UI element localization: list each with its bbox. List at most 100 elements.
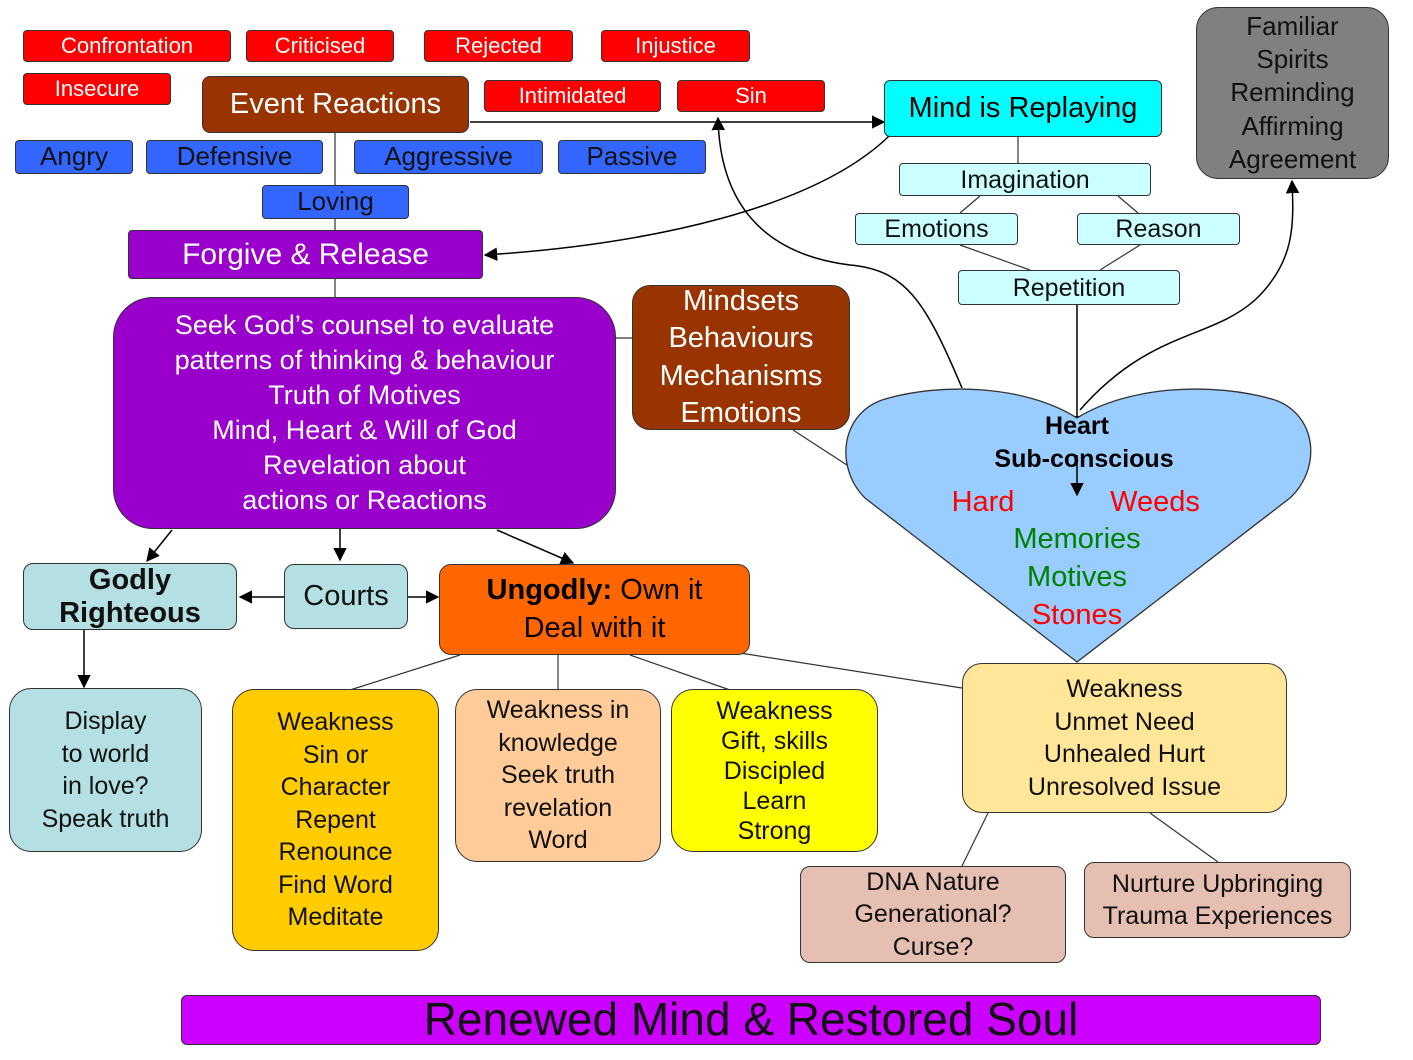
display-box: Display to world in love? Speak truth [9,688,202,852]
repetition-box: Repetition [958,270,1180,305]
weakness-knowledge-line: Word [528,826,588,855]
nurture-box: Nurture Upbringing Trauma Experiences [1084,862,1351,938]
response-defensive: Defensive [146,140,323,174]
courts-box: Courts [284,564,408,629]
weakness-sin-line: Weakness [277,708,394,737]
heart-weeds: Weeds [1110,486,1200,518]
imagination-box: Imagination [899,163,1151,196]
trigger-criticised: Criticised [246,30,394,62]
mindsets-line: Mindsets [682,285,800,318]
trigger-label: Criticised [274,32,366,58]
weakness-knowledge-line: Seek truth [501,761,615,790]
weakness-gift-box: Weakness Gift, skills Discipled Learn St… [671,689,878,852]
heart-motives: Motives [1027,561,1127,593]
mindsets-line: Emotions [680,396,802,429]
response-label: Aggressive [384,141,513,172]
ungodly-line2: Deal with it [523,611,666,644]
weakness-sin-line: Renounce [278,838,393,867]
nurture-line: Trauma Experiences [1102,902,1333,930]
dna-line: Generational? [854,900,1012,929]
weakness-sin-line: Character [280,773,391,802]
response-label: Passive [586,141,678,172]
event-reactions-label: Event Reactions [229,88,442,121]
footer-label: Renewed Mind & Restored Soul [423,993,1079,1046]
repetition-label: Repetition [1012,273,1126,302]
trigger-insecure: Insecure [23,73,171,105]
emotions-label: Emotions [884,215,989,243]
ungodly-bold: Ungodly: [486,573,613,606]
weakness-gift-line: Learn [742,786,807,815]
nurture-line: Nurture Upbringing [1111,869,1324,898]
forgive-release-box: Forgive & Release [128,230,483,279]
trigger-label: Sin [735,82,767,108]
heart-stones: Stones [1031,599,1123,631]
weakness-knowledge-line: Weakness in [486,696,630,725]
weakness-sin-line: Sin or [302,740,369,769]
heart-hard: Hard [951,486,1015,518]
trigger-injustice: Injustice [601,30,750,62]
weakness-gift-line: Weakness [716,696,833,725]
forgive-release-label: Forgive & Release [182,237,429,271]
trigger-confrontation: Confrontation [23,30,231,62]
godly-righteous-box: Godly Righteous [23,563,237,630]
weakness-knowledge-line: revelation [503,793,613,822]
dna-line: Curse? [892,932,974,961]
weakness-need-line: Unresolved Issue [1027,772,1222,801]
footer-banner: Renewed Mind & Restored Soul [181,993,1321,1046]
weakness-need-line: Unhealed Hurt [1043,740,1206,768]
weakness-gift-line: Discipled [723,756,826,785]
heart-memories: Memories [1013,523,1141,555]
counsel-line: Mind, Heart & Will of God [212,415,517,445]
weakness-gift-line: Gift, skills [721,726,828,755]
response-angry: Angry [15,140,133,174]
familiar-line: Familiar [1246,11,1339,42]
response-passive: Passive [558,140,706,174]
trigger-label: Insecure [54,75,140,101]
trigger-label: Injustice [635,32,716,58]
weakness-sin-line: Meditate [287,903,384,932]
heart-subtitle: Sub-conscious [994,445,1174,473]
weakness-knowledge-line: knowledge [498,728,618,757]
weakness-gift-line: Strong [737,816,812,845]
courts-label: Courts [303,580,389,613]
trigger-intimidated: Intimidated [484,80,661,112]
counsel-line: Revelation about [263,450,466,481]
display-line: Speak truth [41,804,170,833]
display-line: Display [64,707,147,735]
familiar-line: Reminding [1230,77,1355,108]
trigger-label: Rejected [455,32,542,58]
response-label: Angry [40,141,108,172]
trigger-label: Intimidated [518,82,627,108]
mind-replaying-box: Mind is Replaying [884,80,1162,137]
counsel-line: actions or Reactions [242,485,487,516]
ungodly-box: Ungodly: Own it Deal with it [439,564,750,655]
weakness-sin-line: Repent [295,805,376,834]
weakness-need-line: Weakness [1066,675,1183,703]
weakness-need-line: Unmet Need [1054,707,1195,736]
trigger-label: Confrontation [60,32,194,58]
ungodly-rest: Own it [612,573,703,606]
heart-title: Heart [1045,412,1109,440]
display-line: to world [61,739,150,768]
counsel-line: Truth of Motives [268,379,461,410]
event-reactions-box: Event Reactions [202,76,469,133]
reason-box: Reason [1077,213,1240,245]
counsel-line: patterns of thinking & behaviour [174,344,555,375]
emotions-box: Emotions [855,213,1018,245]
response-label: Loving [297,186,374,217]
display-line: in love? [62,772,149,800]
reason-label: Reason [1115,215,1202,243]
familiar-line: Spirits [1256,44,1329,75]
godly-line: Righteous [59,596,201,629]
dna-nature-box: DNA Nature Generational? Curse? [800,866,1066,963]
trigger-sin: Sin [677,80,825,112]
weakness-sin-line: Find Word [278,870,393,899]
familiar-line: Agreement [1228,143,1357,174]
weakness-sin-box: Weakness Sin or Character Repent Renounc… [232,689,439,951]
mindsets-line: Behaviours [668,322,814,355]
weakness-need-box: Weakness Unmet Need Unhealed Hurt Unreso… [962,663,1287,813]
dna-line: DNA Nature [866,867,1000,896]
familiar-spirits-box: Familiar Spirits Reminding Affirming Agr… [1196,7,1389,179]
counsel-line: Seek God’s counsel to evaluate [174,309,555,340]
